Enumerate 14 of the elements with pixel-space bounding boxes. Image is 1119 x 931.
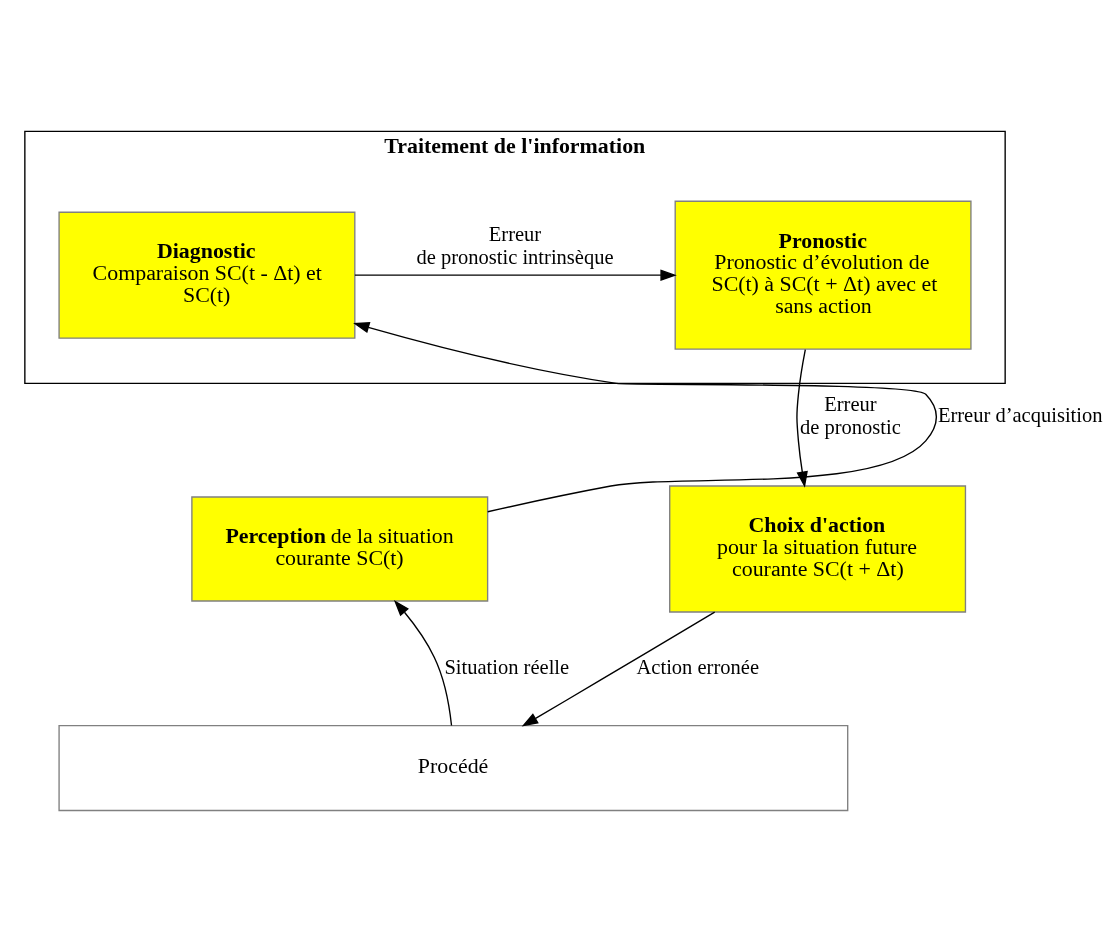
edge-label: Erreur d’acquisition (937, 404, 1103, 427)
node-box: Diagnostic Comparaison SC(t - Δt) et SC(t) (58, 211, 356, 339)
edge-label: Situation réelle (444, 655, 570, 678)
node-box: Pronostic Pronostic d’évolution de SC(t) à SC(t + Δt) avec et sans action (674, 200, 972, 350)
arrow (353, 322, 937, 513)
arrow (393, 599, 453, 727)
arrow (521, 611, 716, 727)
arrow (354, 269, 677, 281)
edge-label: Action erronée (636, 655, 760, 678)
node-box: Perception de la situation courante SC(t) (191, 496, 489, 602)
node-box: Procédé (58, 724, 849, 812)
edge-label: Erreur de pronostic (800, 392, 901, 439)
edge-label: Erreur de pronostic intrinsèque (416, 222, 614, 269)
node-box: Choix d'action pour la situation future courante SC(t + Δt) (669, 485, 967, 613)
